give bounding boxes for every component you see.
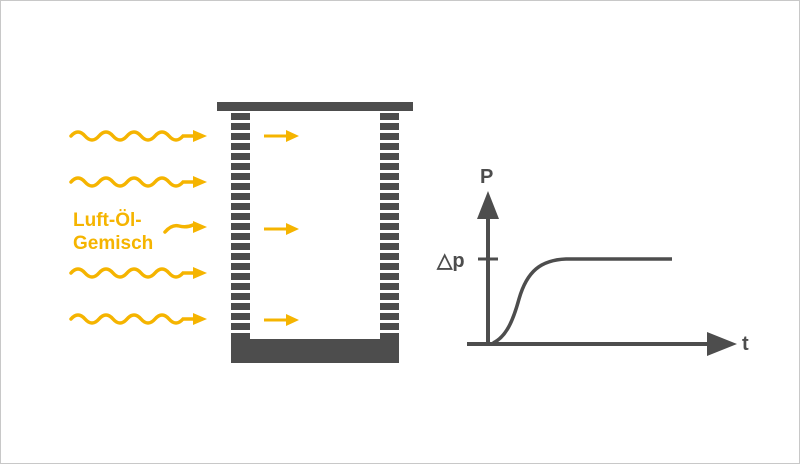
filter-wall-segment (380, 153, 399, 160)
filter-wall-segment (231, 273, 250, 280)
filter-wall-segment (380, 253, 399, 260)
pressure-curve-graph: P t △p (436, 166, 749, 356)
filter-wall-segment (380, 243, 399, 250)
delta-p-label: △p (436, 250, 465, 272)
wavy-arrow-icon (69, 130, 207, 142)
filter-wall-segment (231, 173, 250, 180)
wavy-arrow-icon (69, 267, 207, 279)
filter-wall-segment (380, 283, 399, 290)
filter-wall-segment (380, 123, 399, 130)
filter-wall-segment (380, 163, 399, 170)
filter-wall-segment (231, 243, 250, 250)
filter-wall-segment (380, 173, 399, 180)
filter-wall-segment (231, 263, 250, 270)
filter-wall-segment (231, 233, 250, 240)
filter-wall-segment (380, 303, 399, 310)
arrow-icon (264, 314, 299, 326)
filter-wall-segment (231, 303, 250, 310)
filter-wall-segment (231, 143, 250, 150)
filter-wall-segment (231, 313, 250, 320)
filter-wall-segment (231, 203, 250, 210)
filter-wall-segment (231, 333, 250, 339)
filter-wall-segment (231, 163, 250, 170)
filter-wall-segment (380, 133, 399, 140)
y-axis-arrow-icon (477, 191, 499, 219)
filter-wall-segment (380, 273, 399, 280)
filter-wall-segment (231, 283, 250, 290)
filter-wall-segment (380, 203, 399, 210)
filter-wall-segment (380, 193, 399, 200)
filter-wall-segment (231, 293, 250, 300)
filter-wall-segment (231, 153, 250, 160)
mixture-label-line1: Luft-Öl- (73, 210, 142, 231)
filter-wall-segment (380, 223, 399, 230)
filter-wall-segment (380, 263, 399, 270)
filter-wall-segment (231, 183, 250, 190)
pressure-curve (492, 257, 672, 345)
filter-wall-segment (380, 183, 399, 190)
filter-wall-segment (380, 313, 399, 320)
filter-wall-segment (231, 133, 250, 140)
filter-wall-segment (380, 143, 399, 150)
arrow-icon (264, 223, 299, 235)
filter-wall-segment (380, 213, 399, 220)
filter-wall-segment (231, 253, 250, 260)
filter-wall-segment (380, 113, 399, 120)
filter-wall-segment (380, 233, 399, 240)
filter-element-icon (217, 102, 413, 363)
filter-wall-segment (231, 213, 250, 220)
filter-wall-segment (231, 123, 250, 130)
filter-wall-segment (231, 113, 250, 120)
wavy-arrow-icon (69, 313, 207, 325)
x-axis-label: t (742, 333, 749, 355)
wavy-arrow-icon (69, 176, 207, 188)
y-axis-label: P (480, 166, 493, 188)
filter-wall-segment (380, 333, 399, 339)
arrow-icon (264, 130, 299, 142)
filter-wall-segment (380, 323, 399, 330)
filter-wall-segment (380, 293, 399, 300)
wavy-arrows (69, 130, 207, 325)
x-axis-arrow-icon (707, 332, 737, 356)
filter-left-wall (231, 113, 250, 339)
mixture-label-line2: Gemisch (73, 233, 153, 254)
filter-wall-segment (231, 193, 250, 200)
filter-right-wall (380, 113, 399, 339)
filter-wall-segment (231, 223, 250, 230)
filter-top-cap (217, 102, 413, 111)
inner-arrows (264, 130, 299, 326)
filter-wall-segment (231, 323, 250, 330)
filter-bottom-cap (231, 339, 399, 363)
wavy-arrow-icon (163, 221, 207, 234)
